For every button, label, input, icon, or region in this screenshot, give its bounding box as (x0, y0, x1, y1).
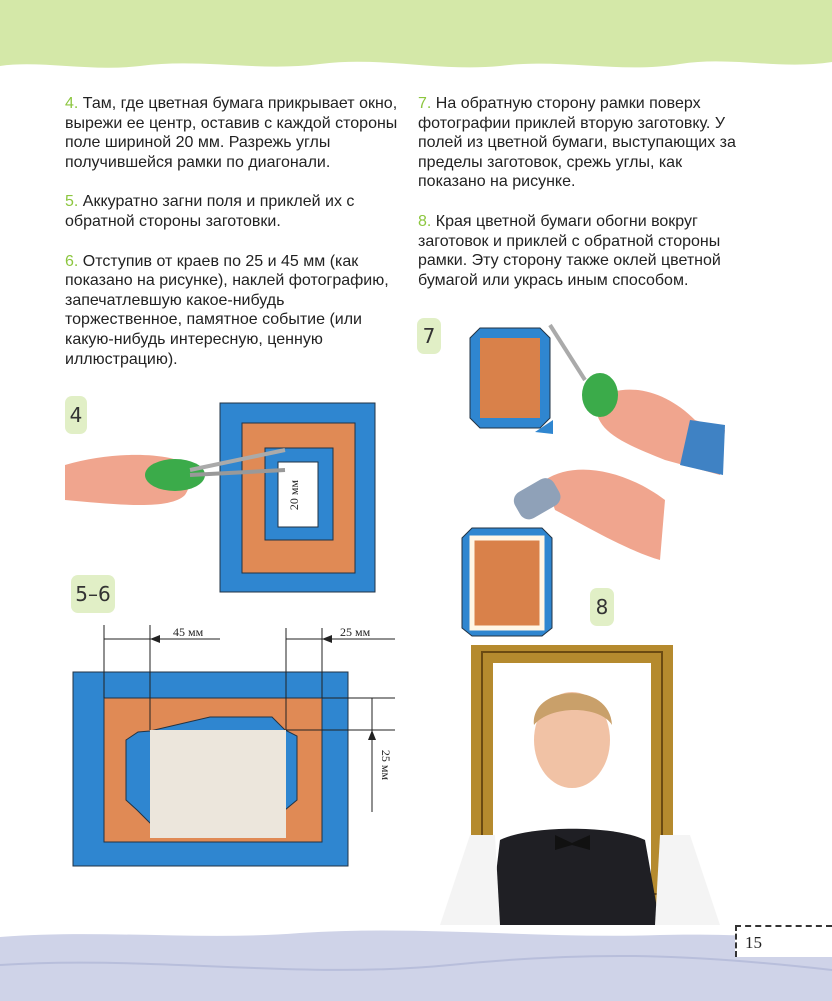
figure-8-gluing-edges (461, 469, 665, 637)
right-offset-label: 25 мм (340, 625, 371, 639)
instructions-left-column: 4. Там, где цветная бумага прикрывает ок… (65, 94, 400, 389)
step-5: 5. Аккуратно загни поля и приклей их с о… (65, 193, 355, 230)
step-7: 7. На обратную сторону рамки поверх фото… (418, 95, 736, 191)
left-offset-label: 45 мм (173, 625, 204, 639)
boy-holding-picture-frame-photo (440, 645, 720, 925)
top-offset-label: 25 мм (379, 750, 393, 781)
step-6: 6. Отступив от краев по 25 и 45 мм (как … (65, 252, 389, 368)
step-8: 8. Края цветной бумаги обогни вокруг заг… (418, 212, 721, 289)
figure-8-badge: 8 (590, 588, 614, 626)
figure-4-badge: 4 (65, 396, 87, 434)
window-margin-label: 20 мм (287, 480, 301, 511)
figure-5-6-photo-placement: 45 мм 25 мм 25 мм (72, 625, 395, 867)
figure-5-6-badge: 5–6 (71, 575, 115, 613)
figure-7-trimming-corners (469, 323, 725, 475)
instructions-right-column: 7. На обратную сторону рамки поверх фото… (418, 94, 738, 310)
hand-with-scissors-illustration (65, 448, 286, 505)
page-number: 15 (735, 925, 832, 957)
bottom-decorative-band (0, 930, 832, 1001)
figure-4-cutting-window: 20 мм (65, 402, 376, 593)
step-4: 4. Там, где цветная бумага прикрывает ок… (65, 95, 398, 171)
figure-7-badge: 7 (417, 318, 441, 354)
top-decorative-band (0, 0, 832, 68)
